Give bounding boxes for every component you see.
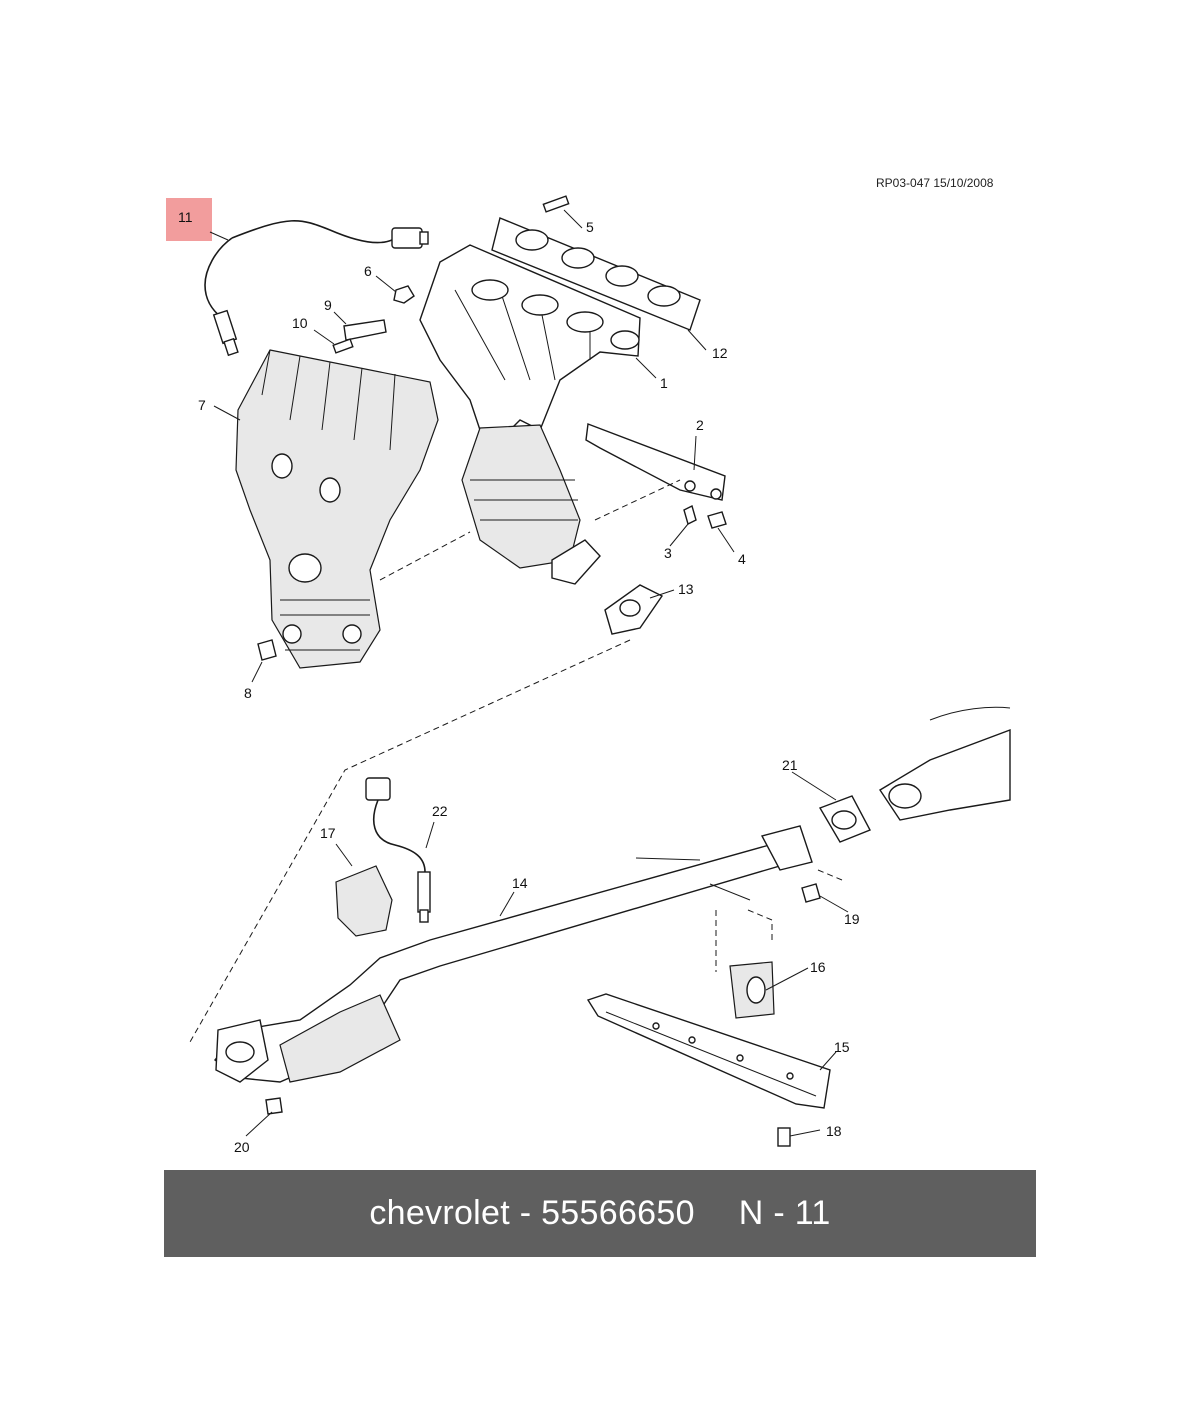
heat-shield[interactable] [235,349,439,669]
heat-clip-17[interactable] [335,865,393,937]
bolt-4[interactable] [707,511,727,529]
callout-16: 16 [810,959,826,975]
item-number: N - 11 [738,1194,831,1232]
callout-15: 15 [834,1039,850,1055]
callout-3: 3 [664,545,672,561]
nut-6[interactable] [393,285,415,304]
callout-6: 6 [364,263,372,279]
nut-19[interactable] [801,883,821,903]
callout-11-highlight [166,198,212,241]
callout-10: 10 [292,315,308,331]
nut-20[interactable] [265,1097,283,1115]
callout-18: 18 [826,1123,842,1139]
exhaust-manifold[interactable] [419,244,641,585]
front-pipe[interactable] [213,825,813,1083]
brand-part-number: chevrolet - 55566650 [369,1194,695,1232]
oxygen-sensor-upstream[interactable] [204,220,429,357]
manifold-gasket[interactable] [491,217,701,331]
stud[interactable] [542,195,570,213]
callout-11: 11 [178,209,193,225]
nut-8[interactable] [257,639,277,661]
bracket-9[interactable] [343,319,387,341]
oxygen-sensor-downstream[interactable] [365,777,431,923]
callout-2: 2 [696,417,704,433]
gasket-21[interactable] [818,795,871,843]
callout-1: 1 [660,375,668,391]
callout-9: 9 [324,297,332,313]
bolt-10[interactable] [332,338,354,354]
diagram-reference-code: RP03-047 15/10/2008 [876,176,994,190]
callout-14: 14 [512,875,528,891]
muffler-inlet[interactable] [879,706,1011,821]
callout-22: 22 [432,803,448,819]
support-bracket[interactable] [586,993,831,1109]
callout-17: 17 [320,825,336,841]
part-number-banner: chevrolet - 55566650 N - 11 [164,1170,1036,1257]
callout-12: 12 [712,345,728,361]
callout-21: 21 [782,757,798,773]
callout-19: 19 [844,911,860,927]
callout-5: 5 [586,219,594,235]
gasket-13[interactable] [604,584,664,635]
callout-20: 20 [234,1139,250,1155]
rubber-hanger[interactable] [729,961,775,1019]
callout-13: 13 [678,581,694,597]
bolt-3[interactable] [683,504,697,526]
callout-7: 7 [198,397,206,413]
callout-8: 8 [244,685,252,701]
bolt-18[interactable] [777,1127,791,1147]
callout-4: 4 [738,551,746,567]
bracket-2[interactable] [585,423,726,501]
